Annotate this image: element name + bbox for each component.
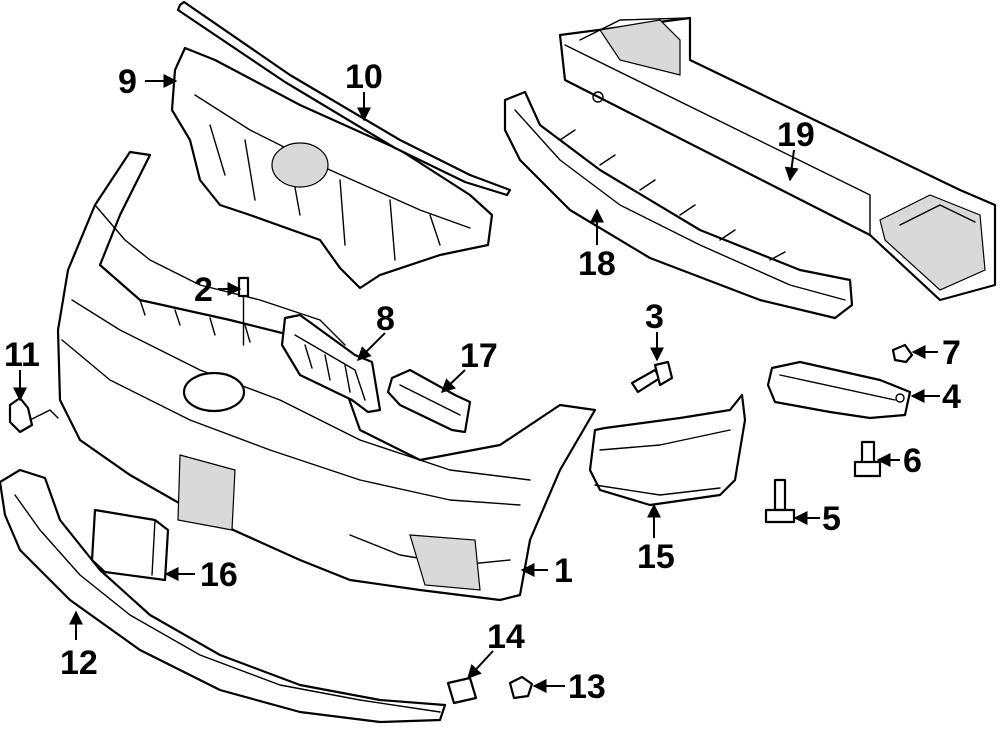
callout-17: 17 (460, 337, 498, 375)
part-19-reinforcement-beam (558, 16, 997, 302)
part-14-clip-nut (446, 676, 478, 705)
part-6-screw (853, 440, 882, 478)
callout-8: 8 (376, 300, 395, 338)
part-16-plate-bracket (90, 508, 170, 582)
part-9-grille-bracket (170, 46, 494, 290)
callout-labels: 1 2 3 4 5 6 7 8 9 10 11 12 13 14 15 16 1… (4, 58, 961, 706)
part-17-bracket (386, 368, 472, 434)
callout-1: 1 (554, 552, 573, 590)
part-7-clip (891, 343, 914, 364)
callout-5: 5 (822, 500, 841, 538)
part-12-lower-lip (0, 468, 447, 724)
part-18-energy-absorber (503, 90, 854, 320)
leader-lines (13, 74, 940, 693)
callout-10: 10 (345, 58, 383, 96)
part-8-bracket (280, 313, 382, 414)
callout-9: 9 (118, 63, 137, 101)
callout-18: 18 (578, 245, 616, 283)
part-5-screw (764, 478, 796, 524)
part-15-side-trim (588, 393, 747, 507)
callout-7: 7 (942, 334, 961, 372)
callout-14: 14 (487, 618, 525, 656)
callout-16: 16 (200, 556, 238, 594)
part-4-bracket (766, 360, 912, 420)
callout-2: 2 (194, 271, 213, 309)
part-13-push-clip (508, 675, 534, 700)
callout-13: 13 (568, 668, 606, 706)
callout-19: 19 (777, 116, 815, 154)
callout-6: 6 (903, 442, 922, 480)
callout-15: 15 (637, 538, 675, 576)
part-11-plug (8, 396, 59, 434)
callout-4: 4 (942, 378, 961, 416)
callout-11: 11 (4, 336, 40, 374)
part-10-upper-molding (176, 0, 512, 197)
callout-3: 3 (645, 298, 664, 336)
callout-12: 12 (60, 644, 98, 682)
part-3-bolt (630, 360, 674, 394)
